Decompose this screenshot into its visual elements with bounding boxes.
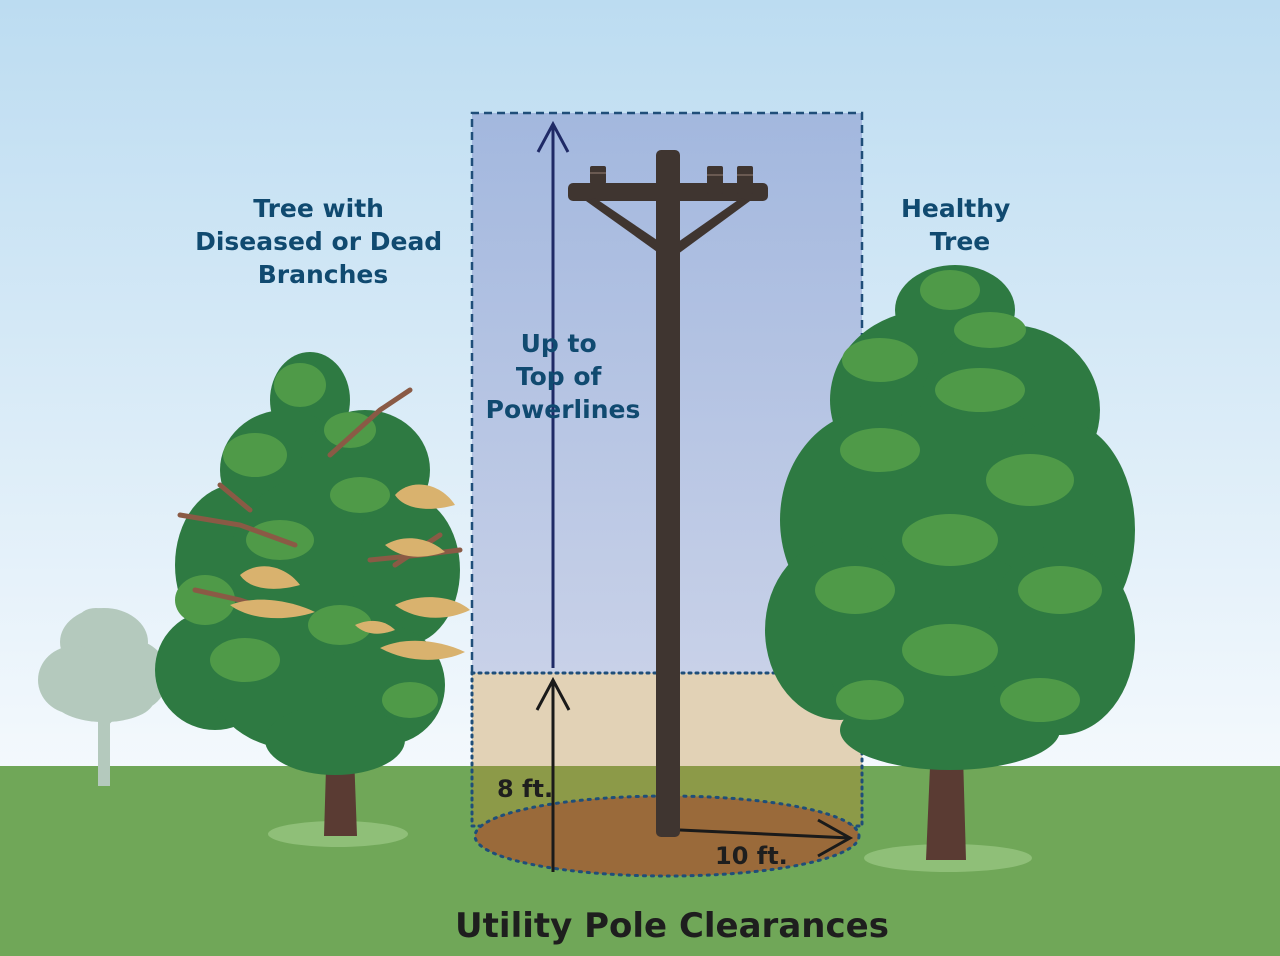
insulator-1 (590, 166, 606, 184)
diagram-title: Utility Pole Clearances (455, 906, 889, 946)
diseased-tree (155, 352, 470, 836)
right-tree-label-line-2: Tree (930, 227, 991, 256)
vertical-zone-label: Up to Top of Powerlines (486, 329, 641, 424)
right-tree-canopy (765, 265, 1135, 770)
eight-foot-arrow (535, 676, 571, 872)
right-tree-label-line-1: Healthy (901, 194, 1010, 223)
healthy-tree (765, 265, 1135, 860)
radius-clearance-label: 10 ft. (715, 842, 788, 870)
ten-foot-arrow (679, 818, 854, 858)
left-tree-label-line-1: Tree with (253, 194, 384, 223)
powerline-height-arrow (536, 120, 570, 668)
height-clearance-label: 8 ft. (497, 775, 553, 803)
left-tree-label-line-3: Branches (258, 260, 389, 289)
pole-shaft (656, 150, 680, 837)
insulator-2 (707, 166, 723, 194)
background-tree (38, 608, 168, 786)
vertical-zone-label-line-2: Top of (516, 362, 603, 391)
pole-brace-right (678, 198, 750, 254)
dead-branches (177, 387, 463, 618)
insulator-3 (737, 166, 753, 194)
left-tree-label-line-2: Diseased or Dead (195, 227, 442, 256)
vertical-zone-label-line-1: Up to (521, 329, 597, 358)
utility-pole (568, 150, 768, 837)
left-tree-label: Tree with Diseased or Dead Branches (195, 194, 451, 289)
pole-brace-left (586, 198, 660, 254)
right-tree-label: Healthy Tree (901, 194, 1019, 256)
vertical-zone-label-line-3: Powerlines (486, 395, 641, 424)
dead-leaves (230, 484, 470, 660)
